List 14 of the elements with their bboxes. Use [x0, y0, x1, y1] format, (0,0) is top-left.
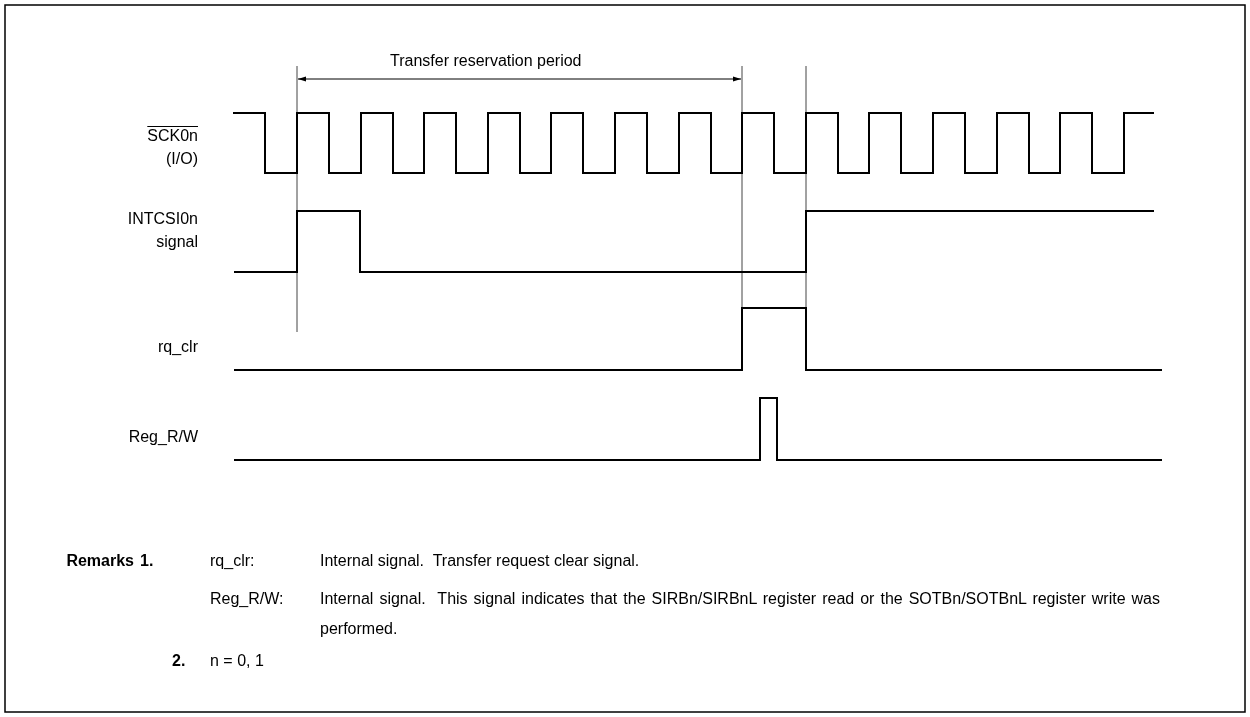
remark-text: Internal signal. This signal indicates that the SIRBn/SIRBnL register read or the SOTBn/SOTBnL register write was performed. — [320, 589, 1160, 639]
remark-number: 1. — [140, 551, 154, 571]
remark-text: n = 0, 1 — [210, 651, 264, 671]
dimension-label: Transfer reservation period — [390, 51, 582, 71]
remark-number: 2. — [172, 651, 186, 671]
signal-name: Reg_R/W — [128, 427, 198, 447]
remarks-heading: Remarks — [65, 551, 134, 571]
signal-name: (I/O) — [166, 149, 198, 169]
signal-name: SCK0n — [147, 126, 198, 146]
signal-name: rq_clr — [158, 337, 198, 357]
remark-text: Internal signal. Transfer request clear signal. — [320, 551, 640, 571]
remark-term: Reg_R/W: — [210, 589, 284, 609]
signal-name: INTCSI0n signal — [126, 209, 198, 252]
remark-term: rq_clr: — [210, 551, 255, 571]
